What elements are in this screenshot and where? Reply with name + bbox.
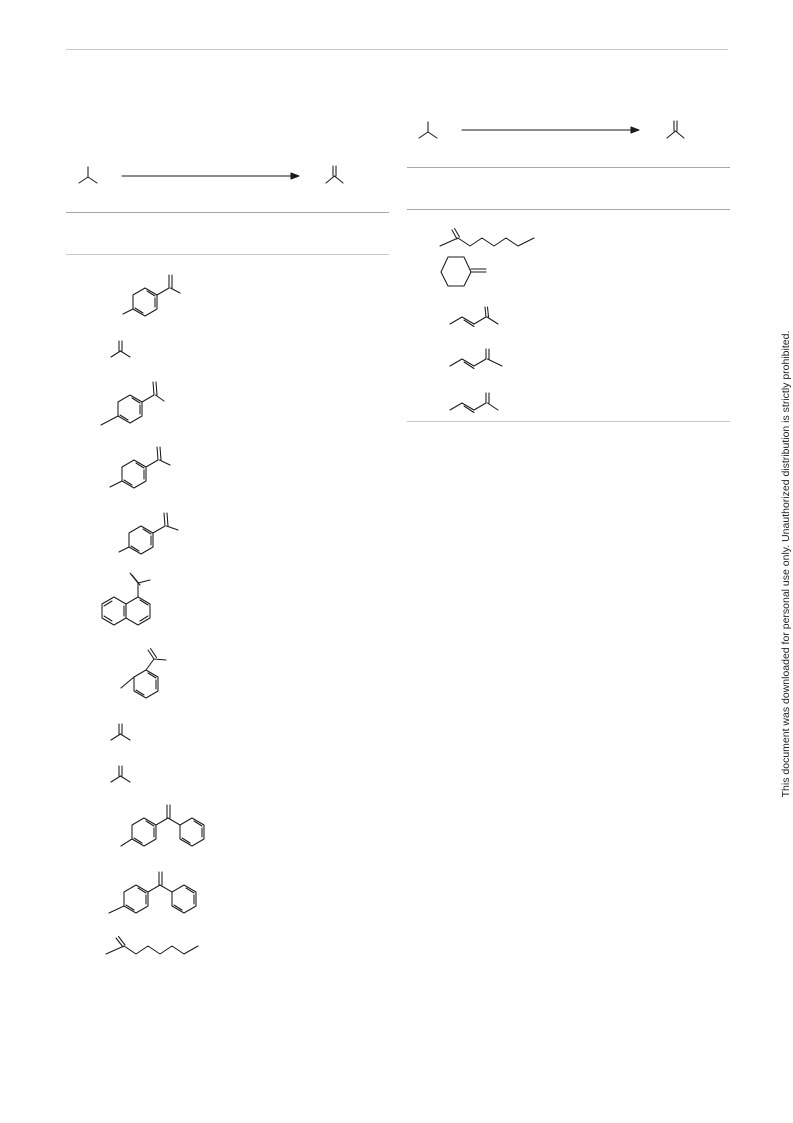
left-product-3 xyxy=(100,381,165,426)
left-product-1 xyxy=(122,274,181,317)
right-product-3 xyxy=(449,306,499,328)
left-product-4 xyxy=(109,446,171,489)
left-table-header-rule xyxy=(66,254,389,255)
right-table-top-rule xyxy=(407,167,730,168)
left-product-6 xyxy=(101,572,151,626)
left-table-top-rule xyxy=(66,212,389,213)
right-product-2 xyxy=(440,256,487,287)
left-scheme-reaction xyxy=(78,165,344,184)
left-product-9 xyxy=(110,765,131,783)
left-product-5 xyxy=(118,512,179,555)
right-scheme-reaction xyxy=(418,120,685,139)
right-table-bottom-rule xyxy=(407,421,730,422)
right-table-header-rule xyxy=(407,209,730,210)
right-product-1 xyxy=(439,227,535,247)
download-notice: This document was downloaded for persona… xyxy=(780,330,792,798)
left-product-2 xyxy=(110,340,131,358)
left-product-12 xyxy=(105,935,199,955)
left-product-11 xyxy=(108,871,197,914)
header-rule xyxy=(66,49,728,50)
right-product-4 xyxy=(449,348,503,370)
left-product-8 xyxy=(110,723,131,741)
left-product-7 xyxy=(120,647,167,699)
left-product-10 xyxy=(120,804,205,847)
right-product-5 xyxy=(449,392,499,414)
